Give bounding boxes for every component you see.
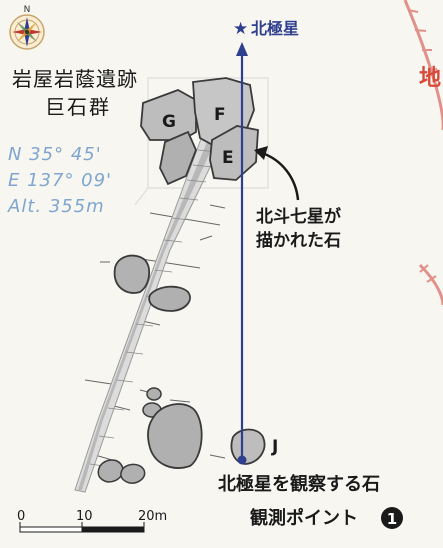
- rock-middle-round: [113, 254, 151, 294]
- observation-point-label: 観測ポイント: [250, 507, 358, 529]
- big-dipper-label-line1: 北斗七星が: [256, 206, 341, 227]
- orbit-arc: [403, 0, 443, 306]
- scale-label-0: 0: [17, 509, 25, 524]
- rock-f-label: F: [214, 105, 226, 125]
- scale-bar: [19, 522, 145, 533]
- rock-large-lower: [147, 403, 203, 469]
- rock-j-label: J: [271, 437, 278, 457]
- longitude-text: E 137° 09': [8, 170, 112, 191]
- north-line: [236, 42, 248, 465]
- rock-g-label: G: [162, 112, 176, 132]
- big-dipper-label-line2: 描かれた石: [256, 230, 341, 251]
- partial-red-label: 地: [419, 66, 441, 91]
- site-title-line1: 岩屋岩蔭遺跡: [12, 67, 138, 91]
- compass-north-label: N: [24, 5, 31, 15]
- site-title-line2: 巨石群: [45, 95, 111, 119]
- rock-j: [230, 428, 266, 465]
- rock-small-1: [146, 387, 162, 401]
- rock-bottom-1: [97, 459, 124, 483]
- scale-label-20m: 20m: [138, 509, 167, 524]
- compass-rose-icon: [9, 14, 45, 50]
- observation-number-badge: [381, 507, 403, 529]
- scale-label-10: 10: [76, 509, 93, 524]
- altitude-text: Alt. 355m: [7, 196, 105, 217]
- walking-path: [74, 127, 229, 493]
- latitude-text: N 35° 45': [8, 144, 102, 165]
- observation-number: 1: [387, 510, 397, 528]
- north-star-icon: ★: [233, 19, 248, 39]
- rock-e-label: E: [222, 148, 234, 168]
- rock-e: [209, 125, 259, 181]
- north-star-label: 北極星: [251, 19, 299, 38]
- rock-lower-left: [159, 130, 197, 186]
- rock-middle-flat: [148, 285, 191, 312]
- rock-bottom-2: [120, 463, 146, 484]
- big-dipper-arrow: [254, 146, 300, 201]
- polaris-stone-label: 北極星を観察する石: [218, 473, 380, 495]
